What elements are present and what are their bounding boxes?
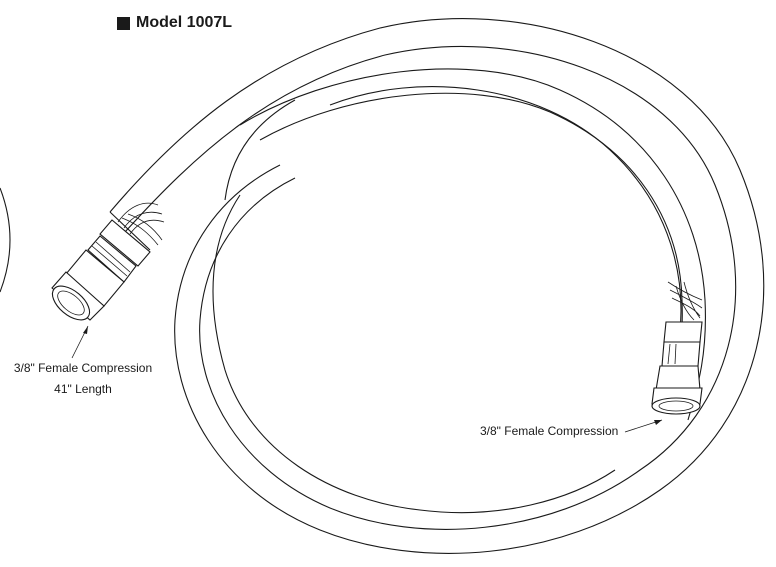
hose-inner-wall: [224, 99, 296, 201]
length-label: 41" Length: [54, 382, 112, 396]
hose-outer-edge: [109, 18, 765, 554]
black-square-icon: [117, 16, 130, 30]
right-leader-arrowhead: [654, 420, 662, 425]
left-fitting-label: 3/8" Female Compression: [13, 361, 153, 375]
right-compression-fitting: [651, 321, 703, 415]
hose-outer-wall: [124, 45, 737, 530]
model-title-text: Model 1007L: [136, 14, 233, 31]
hose-innermost-edge: [212, 86, 682, 514]
hose-inner-loop-wall: [259, 92, 683, 411]
right-braided-mesh: [667, 281, 703, 321]
left-braided-mesh: [117, 202, 165, 246]
left-leader-arrowhead: [83, 326, 88, 334]
right-fitting-label: 3/8" Female Compression: [480, 424, 619, 438]
model-title: Model 1007L: [117, 12, 232, 34]
adjacent-part-outline: [0, 187, 11, 293]
hose-inner-loop: [239, 68, 706, 421]
left-hose-end-top: [109, 211, 151, 251]
left-compression-fitting: [51, 219, 151, 321]
